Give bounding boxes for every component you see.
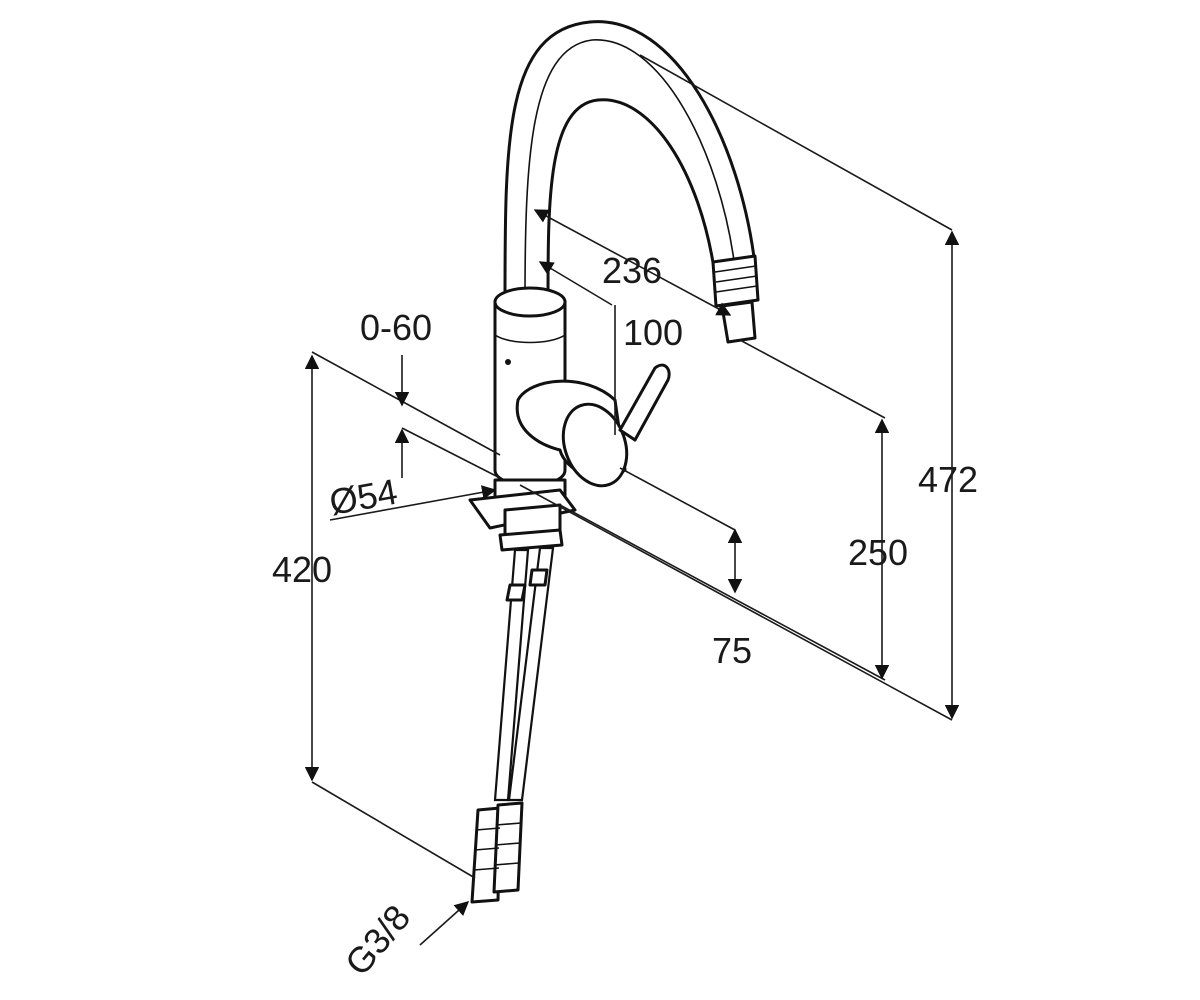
faucet-illustration [468,20,760,904]
dim-label-d54: Ø54 [326,471,400,523]
dim-label-75: 75 [712,630,752,671]
mounting-base [468,478,577,552]
dim-label-0-60: 0-60 [360,307,432,348]
supply-hoses [493,546,555,802]
lever-housing [515,363,671,488]
spout-head [711,254,760,344]
dim-label-420: 420 [272,549,332,590]
dimension-lines [304,54,960,946]
dim-label-472: 472 [918,459,978,500]
dim-label-100: 100 [623,312,683,353]
dim-label-236: 236 [602,250,662,291]
dim-label-g3-8: G3/8 [337,897,419,983]
spout-inner-line [524,39,736,301]
hose-connectors [470,801,524,904]
spout-outer [503,20,757,302]
dim-label-250: 250 [848,532,908,573]
